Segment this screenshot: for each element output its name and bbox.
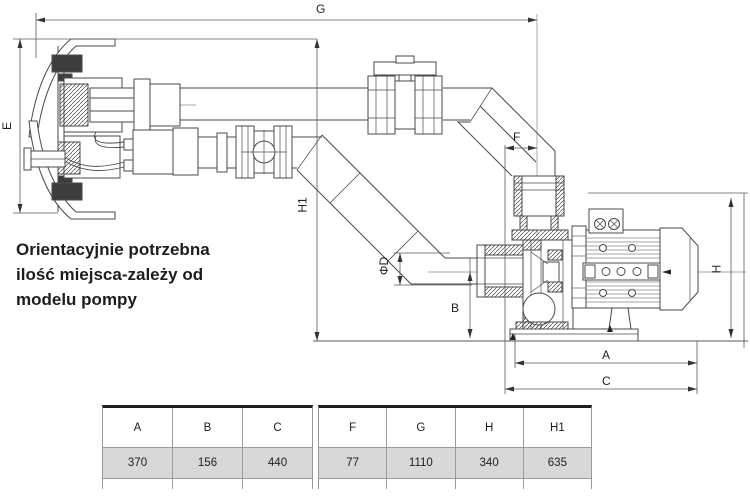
pump-casing	[515, 239, 574, 331]
valve-handle	[373, 61, 437, 76]
motor-end-cap	[659, 227, 699, 311]
table-value-row: 370 156 440	[103, 447, 312, 479]
dimension-lines	[13, 13, 748, 394]
pipe-elbow	[456, 87, 556, 177]
dimensions-table-abc: A B C 370 156 440	[102, 405, 313, 489]
union-nut	[414, 75, 443, 135]
suction-union	[476, 244, 526, 298]
dim-label-h: H	[709, 264, 724, 274]
value-c: 440	[267, 457, 288, 469]
value-b: 156	[173, 448, 243, 478]
volute-bulb	[522, 292, 556, 326]
value-h1: 635	[547, 457, 567, 469]
col-header-f: F	[319, 408, 388, 447]
table-value-row: 77 1110 340 635	[319, 447, 591, 479]
union-nut	[367, 75, 396, 135]
col-header-h1: H1	[550, 421, 565, 434]
bolt-stack-bottom	[51, 182, 83, 201]
discharge-union	[511, 175, 569, 241]
table-header-row: F G H H1	[319, 408, 591, 447]
lower-bell-plate	[28, 120, 116, 220]
table-stub-row	[319, 479, 591, 489]
col-header-c: C	[273, 421, 282, 434]
value-g: 1110	[387, 448, 456, 478]
valve-body	[394, 80, 416, 130]
motor	[582, 229, 664, 309]
lower-ball-valve	[235, 125, 293, 179]
pump-unit	[476, 175, 699, 342]
table-stub-row	[103, 479, 312, 489]
wall-fitting	[23, 38, 199, 220]
col-header-b: B	[173, 408, 243, 447]
dim-label-e: E	[0, 121, 15, 131]
air-hoses	[65, 131, 125, 171]
upper-pipe-run	[180, 87, 470, 121]
col-header-g: G	[387, 408, 456, 447]
bolt-stack-top	[51, 54, 83, 73]
dimensions-table-fghh1: F G H H1 77 1110 340 635	[318, 405, 592, 489]
dim-label-h1: H1	[295, 197, 310, 213]
col-header-a: A	[103, 408, 173, 447]
dim-label-f: F	[513, 130, 521, 144]
terminal-box	[588, 208, 624, 234]
col-header-h: H	[456, 408, 524, 447]
space-requirement-note: Orientacyjnie potrzebna ilość miejsca-za…	[16, 240, 210, 309]
value-f: 77	[319, 448, 388, 478]
diagonal-suction-pipe	[296, 134, 478, 285]
value-a: 370	[103, 448, 173, 478]
dim-label-a: A	[602, 348, 611, 362]
base-plate	[509, 307, 639, 342]
motor-foot	[608, 307, 632, 330]
table-header-row: A B C	[103, 408, 312, 447]
dim-label-g: G	[316, 2, 326, 16]
dim-label-b: B	[451, 301, 460, 315]
upper-ball-valve	[367, 55, 443, 135]
dim-label-phi-d: ΦD	[377, 256, 392, 276]
value-h: 340	[456, 448, 524, 478]
dim-label-c: C	[602, 374, 611, 388]
